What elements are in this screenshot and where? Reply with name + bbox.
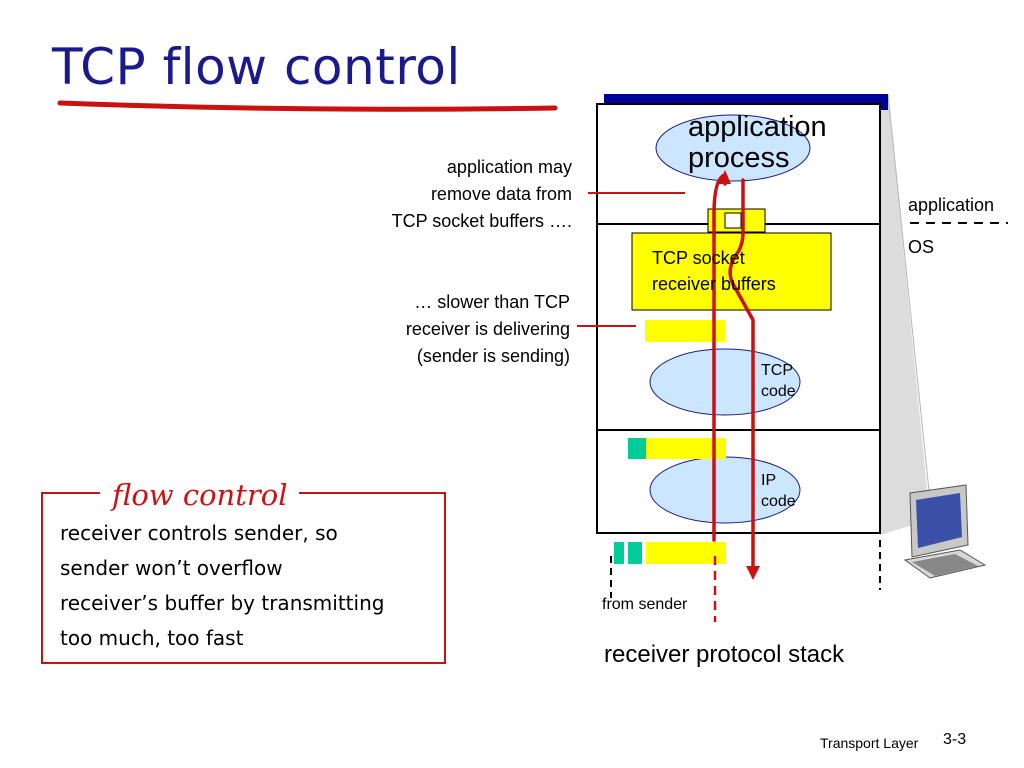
- label-line: code: [761, 383, 796, 400]
- ip-code-label: IP code: [761, 470, 796, 512]
- definition-line: too much, too fast: [60, 626, 244, 650]
- link-header-chunk-2: [628, 542, 642, 564]
- ip-payload-buffer: [646, 438, 726, 459]
- tcp-code-label: TCP code: [761, 360, 796, 402]
- label-line: process: [688, 142, 790, 174]
- tcp-code-ellipse: [649, 348, 801, 416]
- arrow-head-up: [719, 170, 731, 184]
- footer-label: Transport Layer: [820, 735, 919, 751]
- projection-shadow: [880, 94, 930, 535]
- flow-control-title: flow control: [100, 478, 300, 512]
- label-line: receiver buffers: [652, 274, 776, 294]
- arrow-head-down: [746, 566, 760, 580]
- definition-line: sender won’t overflow: [60, 556, 283, 580]
- computer-icon: [903, 484, 987, 579]
- label-line: application: [688, 111, 827, 143]
- application-process-ellipse: [655, 114, 811, 182]
- note-line: (sender is sending): [416, 346, 570, 366]
- slide-title: TCP flow control: [52, 38, 461, 96]
- definition-line: receiver’s buffer by transmitting: [60, 591, 385, 615]
- note-app-remove: application may remove data from TCP soc…: [330, 154, 572, 235]
- note-line: TCP socket buffers ….: [391, 211, 572, 231]
- note-line: receiver is delivering: [405, 319, 570, 339]
- label-line: TCP: [761, 362, 793, 379]
- stack-caption: receiver protocol stack: [604, 641, 845, 668]
- note-line: remove data from: [430, 184, 572, 204]
- application-side-label: application: [908, 195, 995, 215]
- label-line: TCP socket: [652, 248, 745, 268]
- link-header-chunk-1: [614, 542, 624, 564]
- tcp-socket-buffers-label: TCP socket receiver buffers: [652, 245, 776, 297]
- application-process-label: application process: [688, 112, 827, 174]
- note-slower-receiver: … slower than TCP receiver is delivering…: [330, 289, 570, 370]
- os-side-label: OS: [908, 237, 935, 257]
- note-line: … slower than TCP: [414, 292, 570, 312]
- page-number: 3-3: [943, 731, 967, 748]
- title-underline: [57, 100, 558, 112]
- label-line: code: [761, 493, 796, 510]
- link-payload-buffer: [646, 542, 726, 564]
- note-line: application may: [446, 157, 572, 177]
- tcp-header-chunk: [628, 438, 646, 459]
- flow-control-definition: receiver controls sender, so sender won’…: [60, 516, 448, 656]
- label-line: IP: [761, 472, 777, 489]
- definition-line: receiver controls sender, so: [60, 521, 338, 545]
- flow-control-box: [41, 492, 446, 664]
- tcp-segment-buffer: [645, 320, 725, 342]
- socket-slot: [724, 212, 742, 229]
- from-sender-label: from sender: [602, 596, 688, 613]
